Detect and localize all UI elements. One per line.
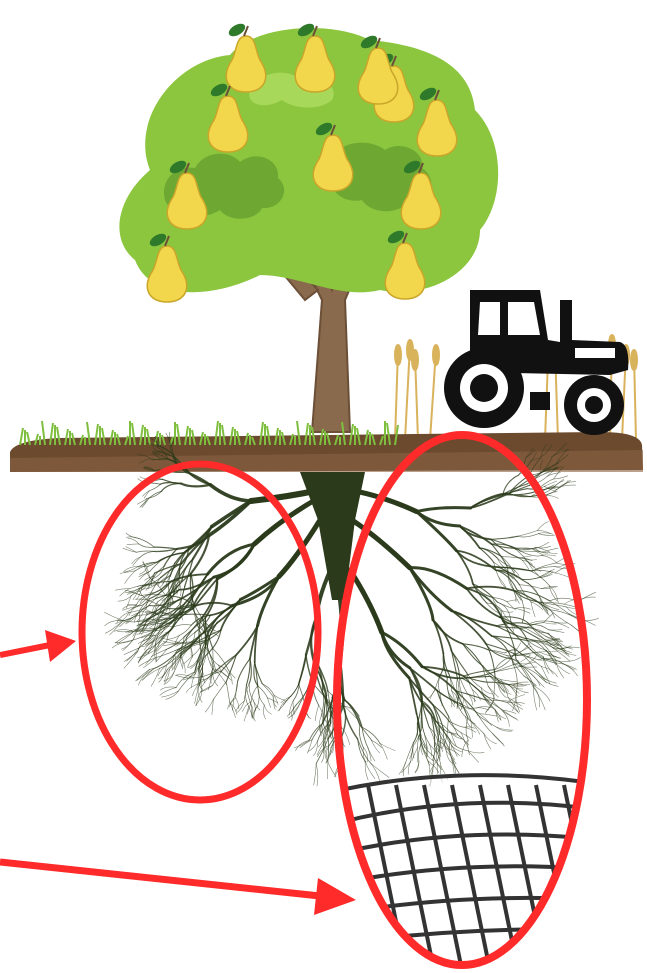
soil-icon <box>10 432 643 472</box>
arrow-icon <box>0 630 76 662</box>
root-system-icon <box>105 432 599 786</box>
tractor-icon <box>444 290 628 435</box>
root-netting-icon <box>330 773 632 973</box>
arrow-icon <box>0 862 356 915</box>
